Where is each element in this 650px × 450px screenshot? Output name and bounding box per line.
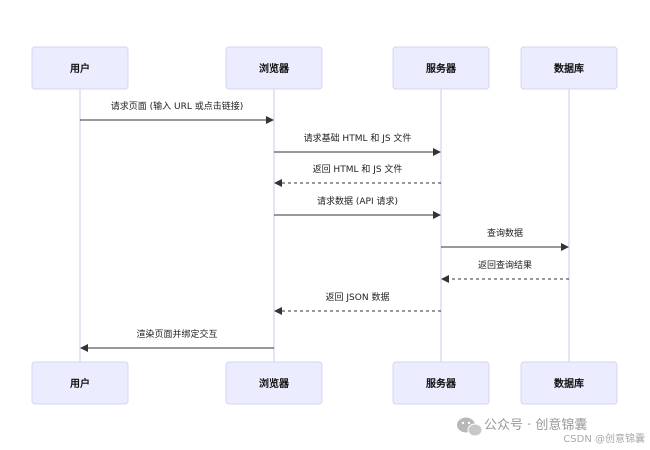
message-label: 返回 JSON 数据 xyxy=(326,291,390,303)
actor-rect xyxy=(225,361,323,405)
message-2: 请求基础 HTML 和 JS 文件 xyxy=(274,132,441,156)
actor-label-browser: 浏览器 xyxy=(259,62,290,75)
actor-label-database: 数据库 xyxy=(554,62,584,75)
actor-rect xyxy=(225,46,323,90)
message-5: 查询数据 xyxy=(441,227,569,251)
actor-box-database-bottom: 数据库 xyxy=(520,361,618,405)
wechat-icon xyxy=(457,417,483,437)
actor-rect xyxy=(392,361,490,405)
watermark: 公众号 · 创意锦囊 CSDN @创意锦囊 xyxy=(457,417,645,445)
actor-rect xyxy=(520,361,618,405)
actor-label-user: 用户 xyxy=(69,62,90,75)
actor-rect xyxy=(520,46,618,90)
actor-box-user-bottom: 用户 xyxy=(31,361,129,405)
actor-label-user: 用户 xyxy=(69,377,90,390)
message-label: 请求数据 (API 请求) xyxy=(317,195,398,207)
actor-label-database: 数据库 xyxy=(554,377,584,390)
actor-box-browser-top: 浏览器 xyxy=(225,46,323,90)
actor-rect xyxy=(31,361,129,405)
actor-label-server: 服务器 xyxy=(426,377,457,390)
actor-box-server-bottom: 服务器 xyxy=(392,361,490,405)
message-label: 渲染页面并绑定交互 xyxy=(136,328,217,340)
actor-box-browser-bottom: 浏览器 xyxy=(225,361,323,405)
message-6: 返回查询结果 xyxy=(441,259,569,283)
actor-label-browser: 浏览器 xyxy=(259,377,290,390)
message-3: 返回 HTML 和 JS 文件 xyxy=(274,163,441,187)
actor-box-user-top: 用户 xyxy=(31,46,129,90)
message-4: 请求数据 (API 请求) xyxy=(274,195,441,219)
message-7: 返回 JSON 数据 xyxy=(274,291,441,315)
message-label: 请求页面 (输入 URL 或点击链接) xyxy=(111,100,243,112)
message-label: 查询数据 xyxy=(487,227,523,239)
actor-rect xyxy=(392,46,490,90)
actor-rect xyxy=(31,46,129,90)
message-label: 请求基础 HTML 和 JS 文件 xyxy=(304,132,412,144)
message-label: 返回查询结果 xyxy=(478,259,532,271)
watermark-sub-text: CSDN @创意锦囊 xyxy=(563,432,645,445)
message-1: 请求页面 (输入 URL 或点击链接) xyxy=(80,100,274,124)
actor-box-server-top: 服务器 xyxy=(392,46,490,90)
actor-label-server: 服务器 xyxy=(426,62,457,75)
message-label: 返回 HTML 和 JS 文件 xyxy=(313,163,403,175)
actor-box-database-top: 数据库 xyxy=(520,46,618,90)
message-8: 渲染页面并绑定交互 xyxy=(80,328,274,352)
watermark-main-text: 公众号 · 创意锦囊 xyxy=(484,417,587,433)
